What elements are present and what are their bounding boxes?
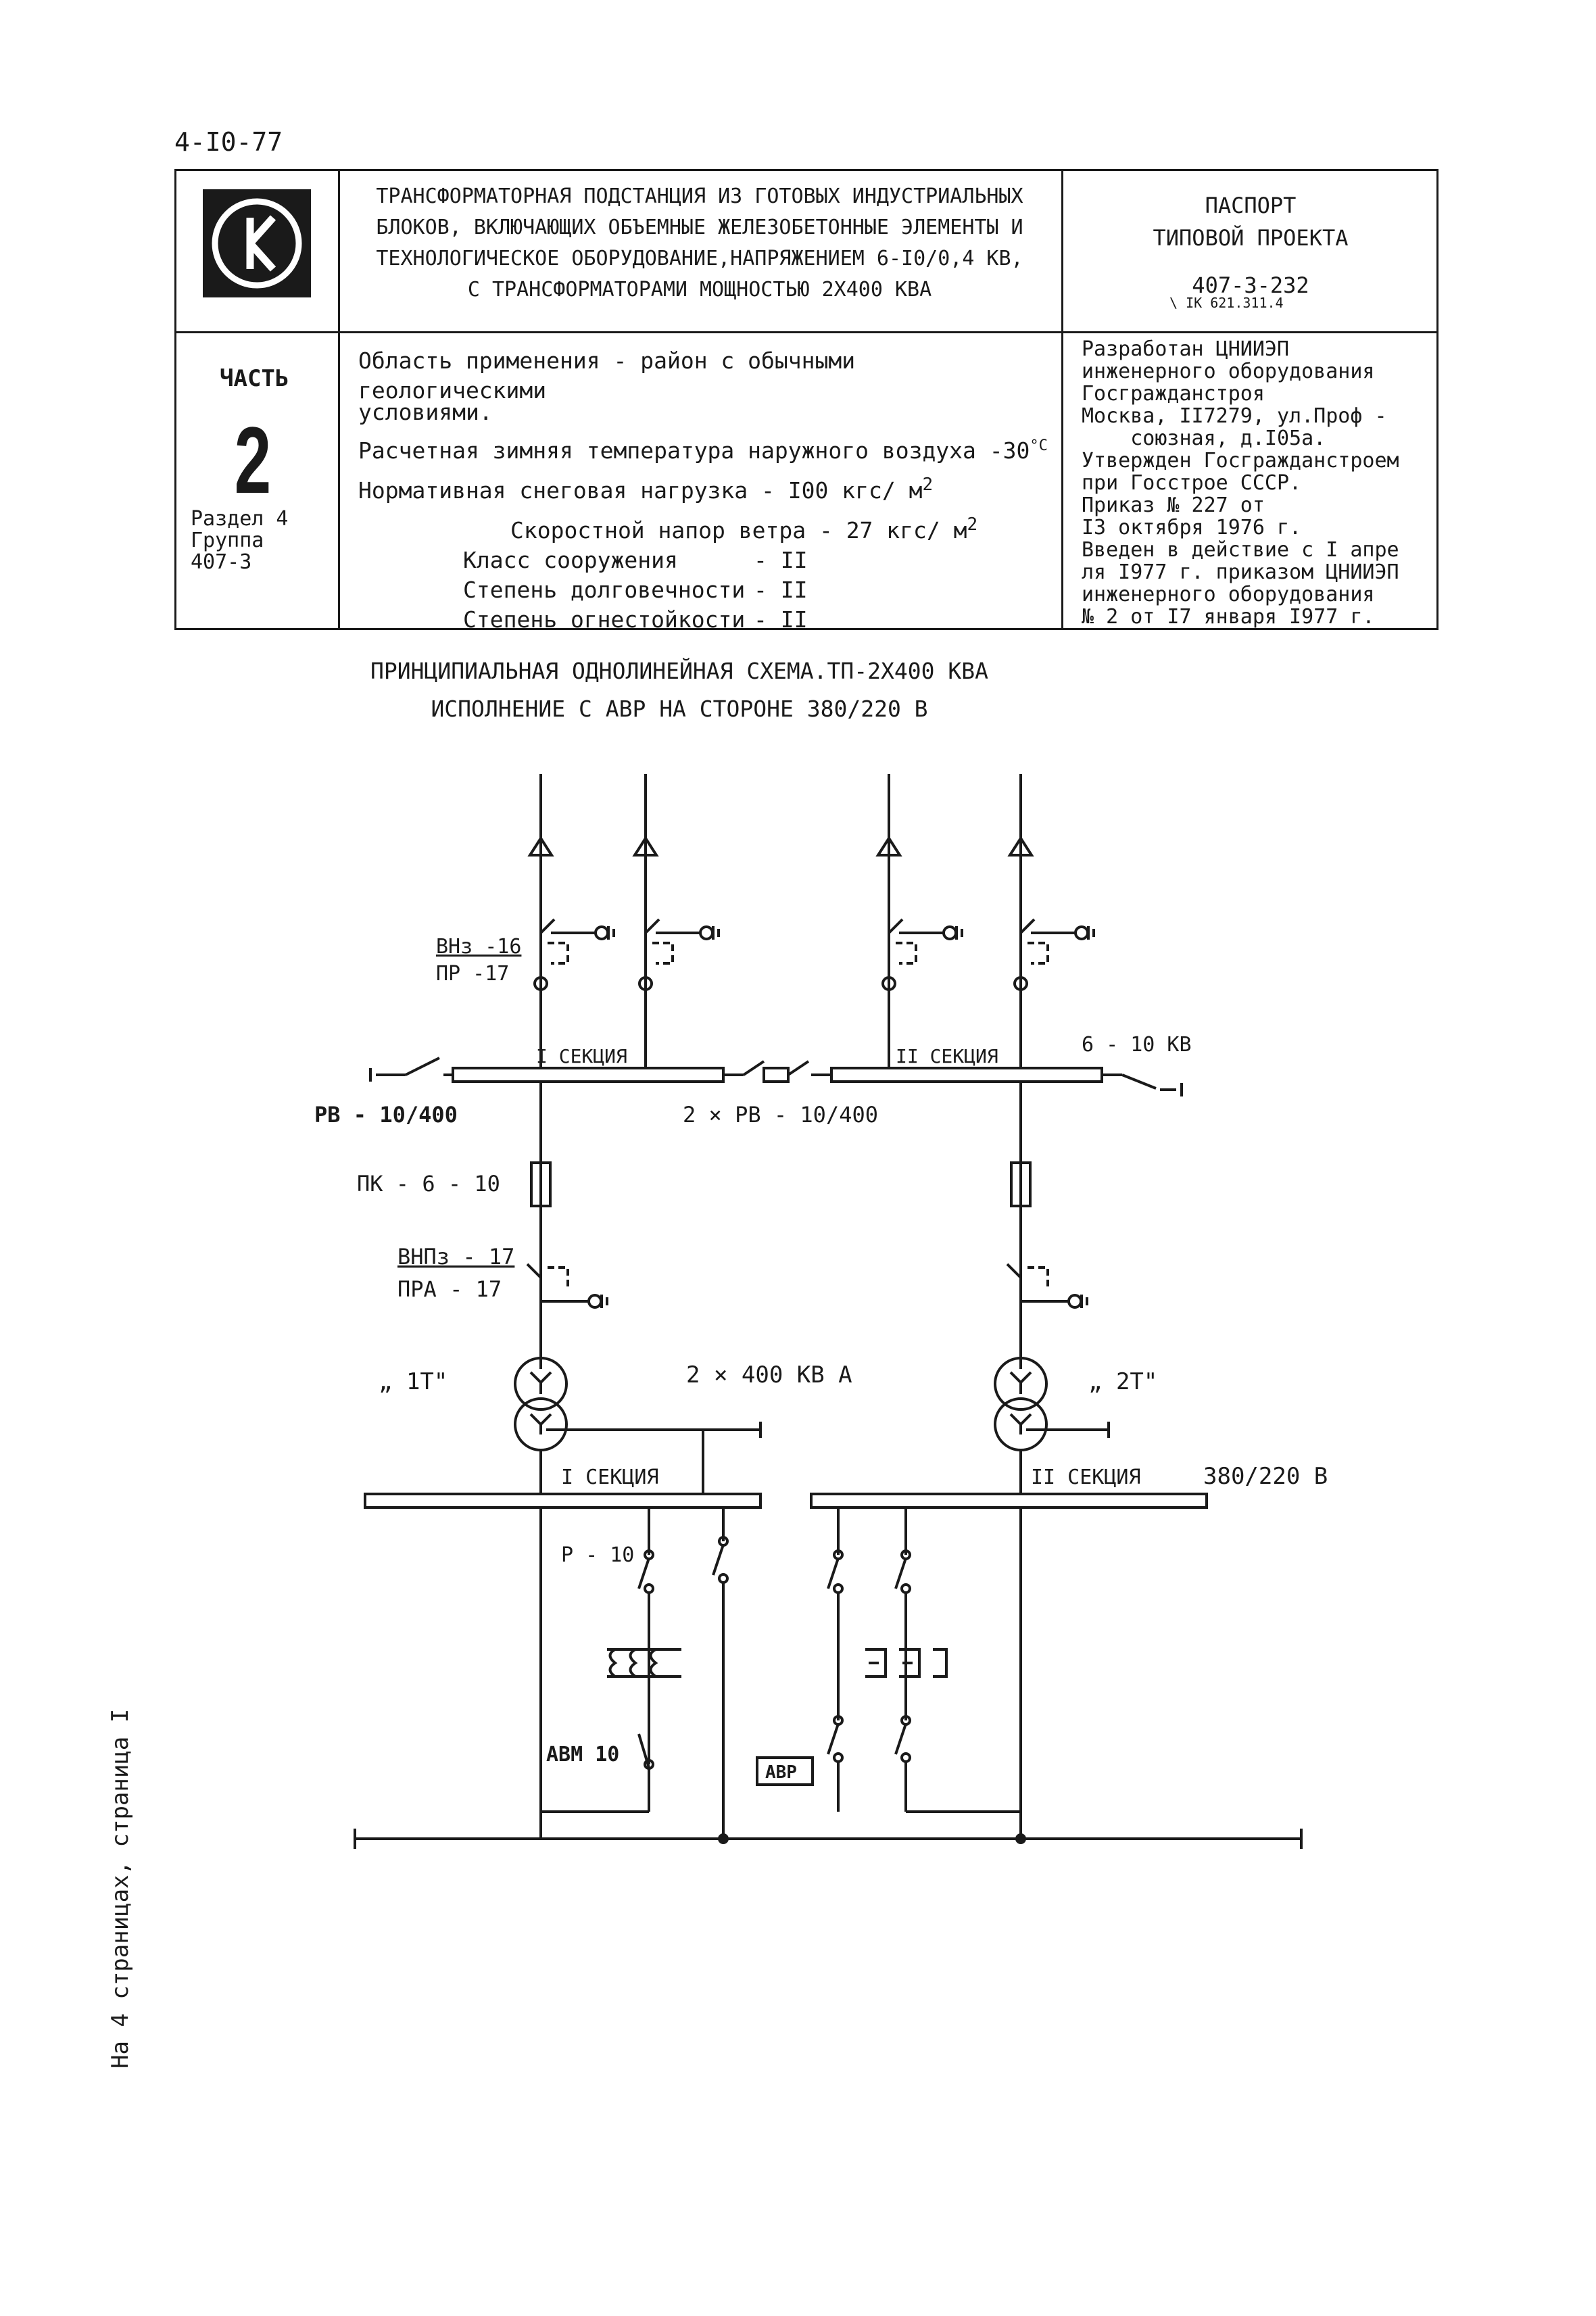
- wind-sup: 2: [967, 514, 978, 535]
- label-vn-top: ВНз -16: [436, 935, 521, 959]
- developer-line: инженерного оборудования: [1082, 360, 1375, 383]
- label-power: 2 × 400 КВ А: [686, 1361, 852, 1389]
- label-section1-lv: I СЕКЦИЯ: [561, 1466, 659, 1489]
- lv-feeder: [712, 1507, 729, 1839]
- snow-text: Нормативная снеговая нагрузка - I00 кгс/…: [358, 477, 923, 504]
- label-pra: ПРА - 17: [397, 1276, 502, 1302]
- durability-label: Степень долговечности: [463, 577, 746, 603]
- area-line: условиями.: [358, 399, 493, 425]
- lv-feeder: [827, 1507, 844, 1812]
- durability-value: - II: [754, 577, 808, 603]
- developer-line: союзная, д.I05а.: [1082, 427, 1326, 450]
- sk-logo: [203, 189, 311, 297]
- developer-line: ля I977 г. приказом ЦНИИЭП: [1082, 560, 1399, 584]
- label-vnp: ВНПз - 17: [397, 1244, 514, 1270]
- developer-line: Разработан ЦНИИЭП: [1082, 337, 1290, 361]
- title-line: С ТРАНСФОРМАТОРАМИ МОЩНОСТЬЮ 2х400 КВА: [467, 278, 932, 301]
- section-info: Раздел 4 Группа 407-3: [191, 508, 289, 573]
- wind-text: Скоростной напор ветра - 27 кгс/ м: [510, 517, 967, 544]
- temperature-text: Расчетная зимняя температура наружного в…: [358, 437, 1030, 464]
- label-section1-hv: I СЕКЦИЯ: [536, 1045, 627, 1067]
- frame-divider-left: [338, 169, 340, 630]
- title-line: ТРАНСФОРМАТОРНАЯ ПОДСТАНЦИЯ ИЗ ГОТОВЫХ И…: [376, 185, 1023, 208]
- sectional-disconnector: [723, 1060, 831, 1083]
- label-section2-lv: II СЕКЦИЯ: [1031, 1466, 1141, 1489]
- developer-line: Приказ № 227 от: [1082, 493, 1265, 517]
- frame-divider-middle: [174, 331, 1438, 333]
- class-label: Класс сооружения: [463, 547, 678, 573]
- lv-feeder: [865, 1507, 1022, 1813]
- project-title: ТРАНСФОРМАТОРНАЯ ПОДСТАНЦИЯ ИЗ ГОТОВЫХ И…: [345, 181, 1055, 306]
- part-label: ЧАСТЬ: [220, 365, 289, 392]
- label-avr: АВР: [765, 1762, 797, 1783]
- fire-row: Степень огнестойкости - II: [358, 605, 1055, 635]
- wind-line: Скоростной напор ветра - 27 кгс/ м2: [358, 510, 1055, 546]
- snow-line: Нормативная снеговая нагрузка - I00 кгс/…: [358, 470, 1055, 506]
- title-line: БЛОКОВ, ВКЛЮЧАЮЩИХ ОБЪЕМНЫЕ ЖЕЛЕЗОБЕТОНН…: [376, 216, 1023, 239]
- scheme-title: ПРИНЦИПИАЛЬНАЯ ОДНОЛИНЕЙНАЯ СХЕМА.ТП-2х4…: [341, 652, 1017, 728]
- developer-line: № 2 от I7 января I977 г.: [1082, 605, 1375, 629]
- passport-heading: ПАСПОРТ ТИПОВОЙ ПРОЕКТА 407-3-232: [1068, 189, 1433, 301]
- feeder-line: [527, 774, 615, 1068]
- frame-divider-right: [1061, 169, 1063, 630]
- line-disconnector-left: [369, 1057, 453, 1082]
- feeder-line: [632, 774, 720, 1068]
- durability-row: Степень долговечности - II: [358, 575, 1055, 605]
- conditions-block: Область применения - район с обычными ге…: [358, 346, 1055, 635]
- page-count-note: На 4 страницах, страница I: [107, 1708, 134, 2069]
- typical-project-label: ТИПОВОЙ ПРОЕКТА: [1153, 225, 1349, 251]
- class-value: - II: [754, 547, 808, 573]
- developer-line: инженерного оборудования: [1082, 583, 1375, 606]
- developer-line: Москва, II7279, ул.Проф -: [1082, 404, 1387, 428]
- snow-sup: 2: [922, 475, 934, 495]
- gruppa-code: 407-3: [191, 550, 252, 574]
- label-t2: „ 2Т": [1088, 1368, 1157, 1395]
- label-t1: „ 1Т": [379, 1368, 448, 1395]
- transformer-feeder-2: [994, 1082, 1110, 1494]
- temperature-line: Расчетная зимняя температура наружного в…: [358, 431, 1055, 466]
- developer-line: Введен в действие с I апре: [1082, 538, 1399, 562]
- fire-value: - II: [754, 606, 808, 633]
- developer-line: Госгражданстроя: [1082, 382, 1265, 406]
- label-voltage-hv: 6 - 10 КВ: [1082, 1033, 1192, 1057]
- label-avm: АВМ 10: [546, 1743, 619, 1766]
- label-rv2: 2 × РВ - 10/400: [683, 1102, 878, 1128]
- busbar-lv-section-2: [810, 1493, 1208, 1509]
- lv-feeder: [539, 1507, 681, 1813]
- line-disconnector-right: [1102, 1073, 1183, 1096]
- busbar-hv-section-2: [830, 1067, 1103, 1083]
- gruppa-label: Группа: [191, 529, 264, 552]
- scheme-title-line: ПРИНЦИПИАЛЬНАЯ ОДНОЛИНЕЙНАЯ СХЕМА.ТП-2х4…: [370, 658, 988, 684]
- udk-code: \ IК 621.311.4: [1169, 295, 1284, 311]
- feeder-line: [1007, 774, 1095, 1068]
- document-code: 4-I0-77: [174, 127, 283, 157]
- label-voltage-lv: 380/220 В: [1203, 1463, 1328, 1490]
- label-pk: ПК - 6 - 10: [357, 1171, 500, 1197]
- scheme-title-line: ИСПОЛНЕНИЕ С АВР НА СТОРОНЕ 380/220 В: [431, 696, 928, 722]
- developer-line: Утвержден Госгражданстроем: [1082, 449, 1399, 473]
- part-number: 2: [234, 407, 272, 513]
- area-line: Область применения - район с обычными ге…: [358, 347, 856, 404]
- temperature-unit: °С: [1030, 437, 1048, 454]
- fire-label: Степень огнестойкости: [463, 606, 746, 633]
- label-pr-top: ПР -17: [436, 962, 509, 986]
- passport-frame: [174, 169, 1438, 630]
- class-row: Класс сооружения - II: [358, 546, 1055, 575]
- label-r10: Р - 10: [561, 1543, 634, 1567]
- developer-block: Разработан ЦНИИЭП инженерного оборудован…: [1082, 338, 1433, 628]
- label-rv: РВ - 10/400: [314, 1102, 458, 1128]
- busbar-lv-section-1: [364, 1493, 762, 1509]
- razdel-label: Раздел 4: [191, 507, 289, 531]
- title-line: ТЕХНОЛОГИЧЕСКОЕ ОБОРУДОВАНИЕ,НАПРЯЖЕНИЕМ…: [376, 247, 1023, 270]
- transformer-feeder-1: [514, 1082, 762, 1494]
- busbar-hv-section-1: [452, 1067, 725, 1083]
- developer-line: при Госстрое СССР.: [1082, 471, 1302, 495]
- project-number: 407-3-232: [1192, 272, 1309, 298]
- avr-box: [756, 1756, 814, 1786]
- passport-label: ПАСПОРТ: [1205, 193, 1297, 218]
- developer-line: I3 октября 1976 г.: [1082, 516, 1302, 539]
- label-section2-hv: II СЕКЦИЯ: [896, 1045, 998, 1067]
- feeder-line: [875, 774, 963, 1068]
